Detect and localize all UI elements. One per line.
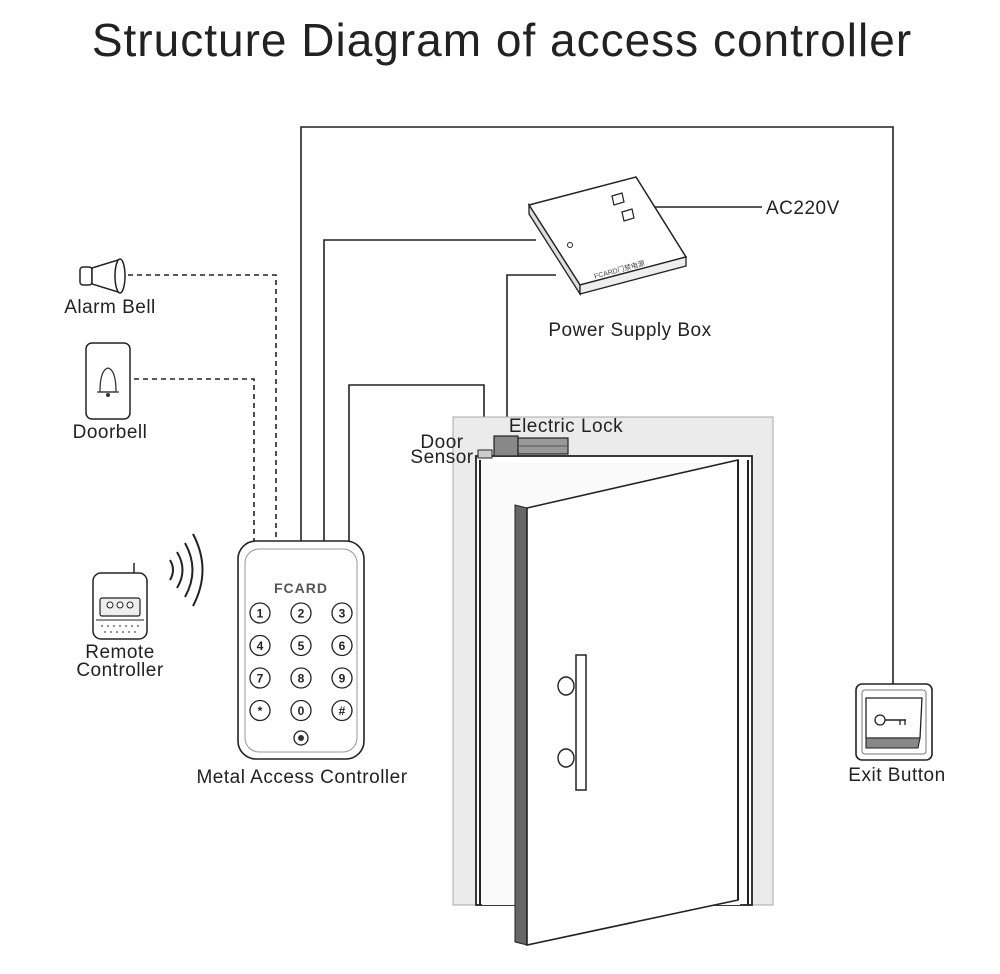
power-supply-box: FCARD门禁电源 (527, 176, 688, 297)
keypad-key-circle (290, 667, 312, 689)
doorbell-icon (85, 342, 131, 420)
exit-button-icon (855, 683, 933, 761)
wire-power-supply (323, 239, 536, 545)
keypad-key-label: 3 (339, 607, 346, 621)
wire-electric-lock (506, 274, 556, 438)
alarm-bell-icon (79, 258, 126, 294)
keypad-key-circle (249, 634, 271, 657)
electric-lock-icon (493, 435, 569, 457)
keypad-key-circle (249, 699, 271, 722)
keypad-brand: FCARD (274, 580, 328, 596)
keypad-key-circle (331, 634, 353, 657)
door-sensor-label-2: Sensor (410, 447, 473, 468)
exit-button-label: Exit Button (848, 765, 945, 786)
keypad-keys: 1 2 3 4 5 6 7 8 9 * 0 # (249, 602, 353, 722)
keypad-key-label: 8 (298, 672, 305, 686)
keypad-key-label: 6 (339, 639, 346, 653)
wiring (128, 126, 894, 684)
keypad-key-label: 7 (257, 672, 264, 686)
keypad-key-label: 9 (339, 672, 346, 686)
remote-controller-label-1: Remote (85, 642, 155, 663)
keypad-key-circle (331, 667, 353, 689)
keypad-key-circle (249, 602, 271, 624)
keypad-key-circle (290, 699, 312, 722)
keypad-key-label: 1 (257, 607, 264, 621)
wire-doorbell (134, 378, 255, 545)
keypad-key-circle (249, 667, 271, 689)
keypad-key-circle (331, 602, 353, 624)
door-sensor-icon (477, 449, 493, 459)
keypad-key-label: 0 (298, 704, 305, 718)
wireless-signal-icon (169, 533, 204, 607)
door-assembly (452, 416, 774, 946)
remote-controller-icon (92, 563, 148, 640)
power-supply-label: Power Supply Box (548, 320, 711, 341)
electric-lock-label: Electric Lock (509, 416, 623, 437)
keypad-key-label: 2 (298, 607, 305, 621)
doorbell-label: Doorbell (73, 422, 148, 443)
alarm-bell-label: Alarm Bell (64, 297, 156, 318)
diagram-title: Structure Diagram of access controller (92, 14, 912, 66)
keypad-key-label: 5 (298, 639, 305, 653)
ac220v-label: AC220V (766, 198, 840, 219)
metal-access-controller: FCARD 1 2 3 4 5 6 7 8 9 * 0 # (237, 540, 365, 760)
keypad-key-label: # (339, 704, 346, 718)
keypad-key-circle (290, 602, 312, 624)
remote-controller-label-2: Controller (76, 660, 164, 681)
wire-alarm-bell (128, 274, 277, 545)
door-handle (575, 654, 587, 791)
wire-exit-button (300, 126, 894, 684)
metal-controller-label: Metal Access Controller (196, 767, 407, 788)
keypad-key-label: 4 (257, 639, 264, 653)
keypad-key-circle (290, 634, 312, 657)
keypad-key-label: * (258, 704, 263, 718)
keypad-key-circle (331, 699, 353, 722)
door-sensor-label-1: Door (420, 432, 463, 453)
